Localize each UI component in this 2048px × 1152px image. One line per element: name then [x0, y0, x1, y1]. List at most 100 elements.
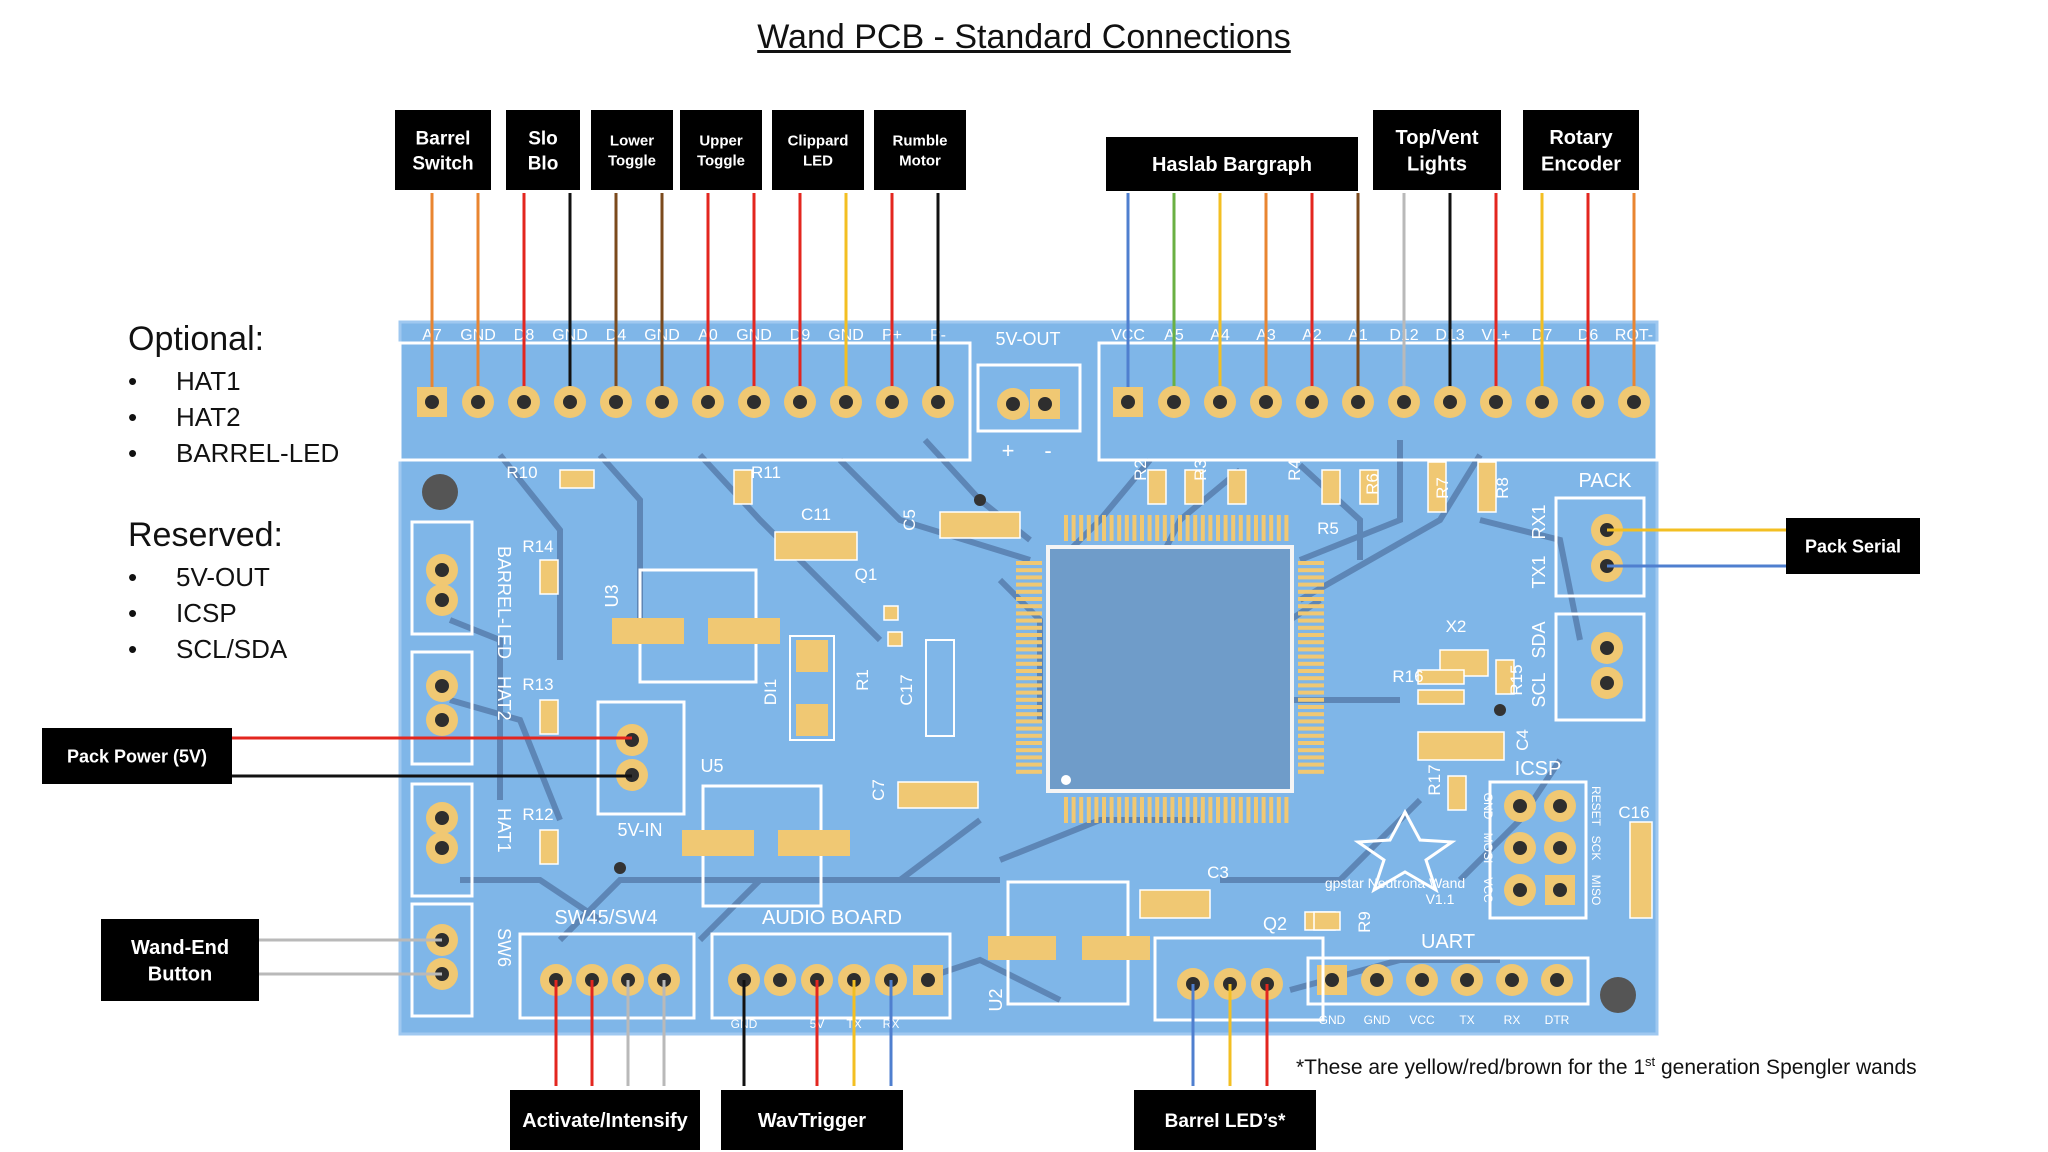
chip-pin: [1261, 797, 1266, 823]
u2-pad: [988, 936, 1056, 960]
header-pad-hole: [1213, 395, 1227, 409]
polarity-mark: +: [1002, 438, 1015, 463]
side-header-label: HAT2: [494, 676, 514, 721]
chip-pin: [1298, 676, 1324, 681]
u3-pad: [612, 618, 684, 644]
chip-pin: [1140, 515, 1144, 541]
ref-label: R5: [1317, 519, 1339, 538]
chip-pin: [1298, 690, 1324, 695]
icsp-pin-label: VCC: [1481, 877, 1495, 903]
smd-component: [1313, 911, 1341, 931]
activate-intensify-label-box: [510, 1090, 700, 1150]
upper-toggle-label-box: [680, 110, 762, 190]
diode-outline: [789, 635, 835, 741]
chip-pin: [1102, 797, 1106, 823]
chip-pin: [1016, 755, 1042, 760]
ref-label: R7: [1433, 477, 1452, 499]
chip-pin: [1238, 797, 1243, 823]
chip-pin: [1162, 797, 1167, 823]
chip-pin: [1231, 515, 1236, 541]
chip-pin: [1016, 611, 1042, 616]
diode-pad: [796, 640, 828, 672]
smd-component: [1359, 469, 1379, 505]
pcb-trace: [460, 877, 602, 923]
wand-end-button-label-box: [101, 919, 259, 1001]
ref-label: R15: [1507, 664, 1526, 695]
slo-blo-label-box: [506, 110, 580, 190]
chip-pin: [1016, 640, 1042, 645]
reserved-item: SCL/SDA: [128, 631, 287, 667]
chip-pin: [1016, 561, 1042, 565]
side-header-outline: [410, 902, 474, 1018]
chip-pin: [1298, 741, 1324, 745]
chip-pin: [1200, 797, 1205, 823]
chip-pin: [1132, 797, 1137, 823]
pack-power-label: Pack Power (5V): [67, 746, 207, 766]
chip-pin: [1298, 697, 1324, 702]
smd-component: [539, 699, 559, 735]
uart-pad-hole: [1415, 973, 1429, 987]
chip-pin: [1094, 797, 1099, 823]
chip-pin: [1016, 604, 1042, 609]
chip-pin: [1231, 797, 1236, 823]
pcb-trace: [1220, 797, 1423, 883]
chip-pin: [1016, 769, 1042, 774]
chip-pin: [1117, 797, 1122, 823]
header-pad-hole: [517, 395, 531, 409]
uart-pin-label: RX: [1504, 1013, 1521, 1027]
chip-pin: [1016, 748, 1042, 753]
footnote-text-end: generation Spengler wands: [1655, 1056, 1917, 1079]
chip-pin: [1016, 683, 1042, 688]
chip-pin: [1200, 515, 1205, 541]
diode-pad: [796, 704, 828, 736]
chip-pin: [1064, 515, 1068, 541]
chip-pin: [1016, 568, 1042, 573]
ref-label: R17: [1425, 764, 1444, 795]
pack-label: PACK: [1579, 470, 1633, 492]
chip-pin: [1254, 515, 1258, 541]
barrel-switch-label-box: [395, 110, 491, 190]
chip-pin: [1269, 797, 1274, 823]
ref-label: R16: [1392, 667, 1423, 686]
header-pad-hole: [839, 395, 853, 409]
smd-component: [539, 829, 559, 865]
ref-label: Q2: [1263, 914, 1287, 934]
header-pad-hole: [1489, 395, 1503, 409]
chip-pin: [1298, 712, 1324, 717]
chip-pin: [1016, 697, 1042, 702]
chip-pin: [1185, 797, 1190, 823]
smd-component: [1495, 659, 1515, 695]
header-pad-hole: [471, 395, 485, 409]
pcb-trace: [1479, 517, 1583, 641]
haslab-bargraph-label-box: [1106, 137, 1358, 191]
uart-pin-label: GND: [1364, 1013, 1391, 1027]
wand-end-button-label: Button: [148, 963, 212, 985]
five-v-in-label: 5V-IN: [617, 820, 662, 840]
chip-pin: [1208, 515, 1213, 541]
five-v-out-pad-hole: [1038, 397, 1052, 411]
five-v-out-pad-hole: [1006, 397, 1020, 411]
side-header-pad-hole: [435, 841, 449, 855]
left-header-outline: [398, 341, 972, 462]
footnote-text: *These are yellow/red/brown for the 1: [1296, 1056, 1646, 1079]
side-header-outline: [410, 782, 474, 898]
header-pad-hole: [1627, 395, 1641, 409]
icsp-pin-label: MOSI: [1481, 833, 1495, 864]
smd-component: [1321, 469, 1341, 505]
reserved-heading: Reserved:: [128, 516, 283, 554]
chip-pin: [1155, 515, 1160, 541]
header-pad-hole: [1121, 395, 1135, 409]
audio-outline: [710, 932, 952, 1020]
pcb-trace: [1297, 462, 1363, 560]
ref-label: R14: [522, 537, 553, 556]
chip-pin: [1276, 797, 1281, 823]
ref-label: C3: [1207, 863, 1229, 882]
side-header-label: HAT1: [494, 808, 514, 853]
chip-pin: [1193, 797, 1198, 823]
chip-pin: [1298, 733, 1324, 738]
header-pad-hole: [747, 395, 761, 409]
pack-serial-label: Pack Serial: [1805, 536, 1901, 556]
c17-outline: [925, 639, 955, 737]
chip-pin: [1298, 661, 1324, 666]
